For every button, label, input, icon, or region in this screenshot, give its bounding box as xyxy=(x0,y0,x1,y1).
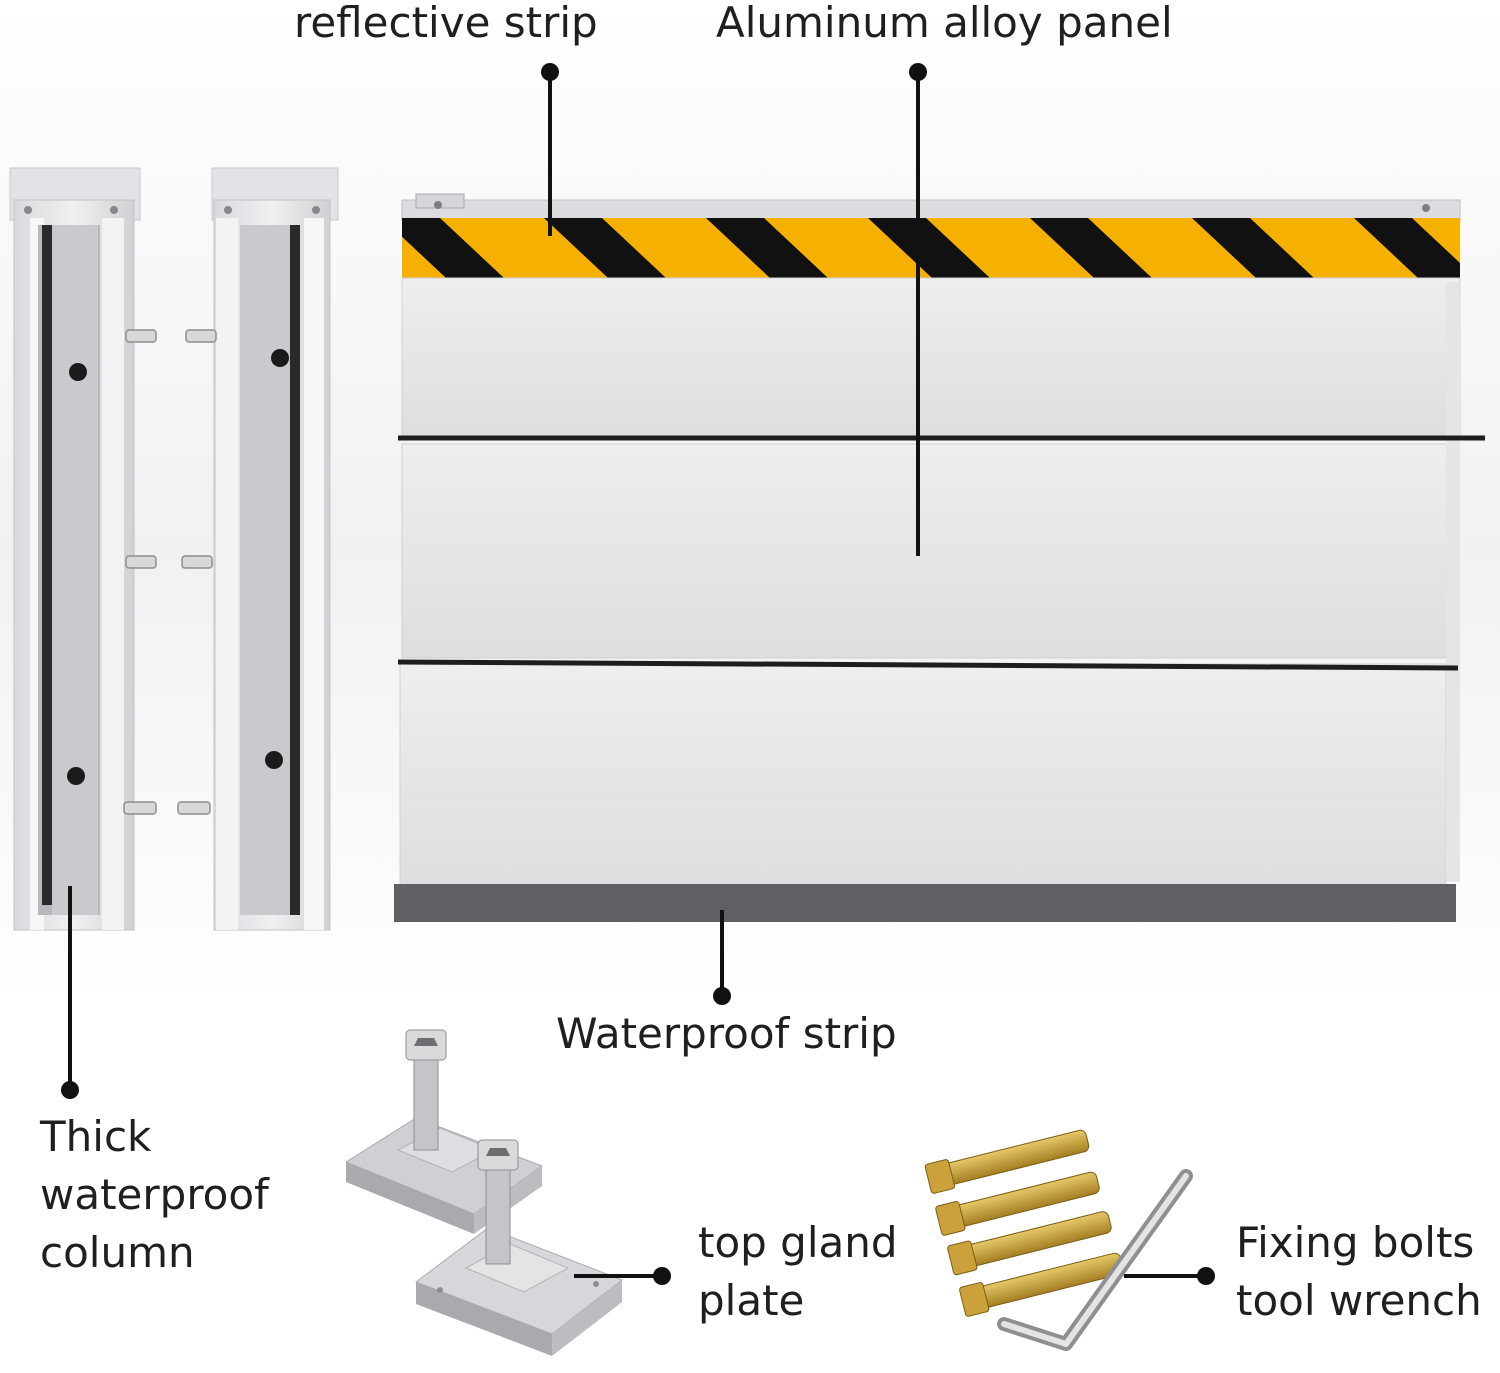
column-label-line: waterproof xyxy=(40,1170,269,1219)
fixing-bolts xyxy=(924,1129,1124,1317)
waterproof-strip-label: Waterproof strip xyxy=(556,1009,897,1058)
connector-pins xyxy=(123,329,217,815)
gland-plate-label-line: top gland xyxy=(698,1218,898,1267)
waterproof-column-left xyxy=(9,167,141,931)
aluminum-panel-label: Aluminum alloy panel xyxy=(716,0,1173,47)
gland-plate-label-line: plate xyxy=(698,1276,805,1325)
column-label-line: Thick xyxy=(40,1112,152,1161)
column-label-line: column xyxy=(40,1228,195,1277)
tool-wrench xyxy=(997,1169,1193,1351)
bolts-wrench-label-line: tool wrench xyxy=(1236,1276,1482,1325)
waterproof-strip xyxy=(394,884,1456,922)
waterproof-column-right xyxy=(211,167,339,931)
gland-plate-front xyxy=(414,1139,624,1356)
bolts-wrench-label: Fixing bolts tool wrench xyxy=(1236,1214,1482,1330)
bolts-wrench-label-line: Fixing bolts xyxy=(1236,1218,1475,1267)
seal-line xyxy=(397,659,1459,671)
panel-slat-2 xyxy=(401,443,1449,659)
reflective-strip-stripes xyxy=(402,218,1460,278)
leader-lines xyxy=(61,63,1215,1285)
column-label: Thick waterproof column xyxy=(40,1108,269,1282)
aluminum-panel-assembly xyxy=(394,193,1485,922)
gland-plate-label: top gland plate xyxy=(698,1214,898,1330)
gland-plate-back xyxy=(344,1029,544,1234)
panel-slat-1 xyxy=(401,277,1461,439)
reflective-strip-label: reflective strip xyxy=(294,0,598,47)
panel-slat-3 xyxy=(399,663,1447,887)
